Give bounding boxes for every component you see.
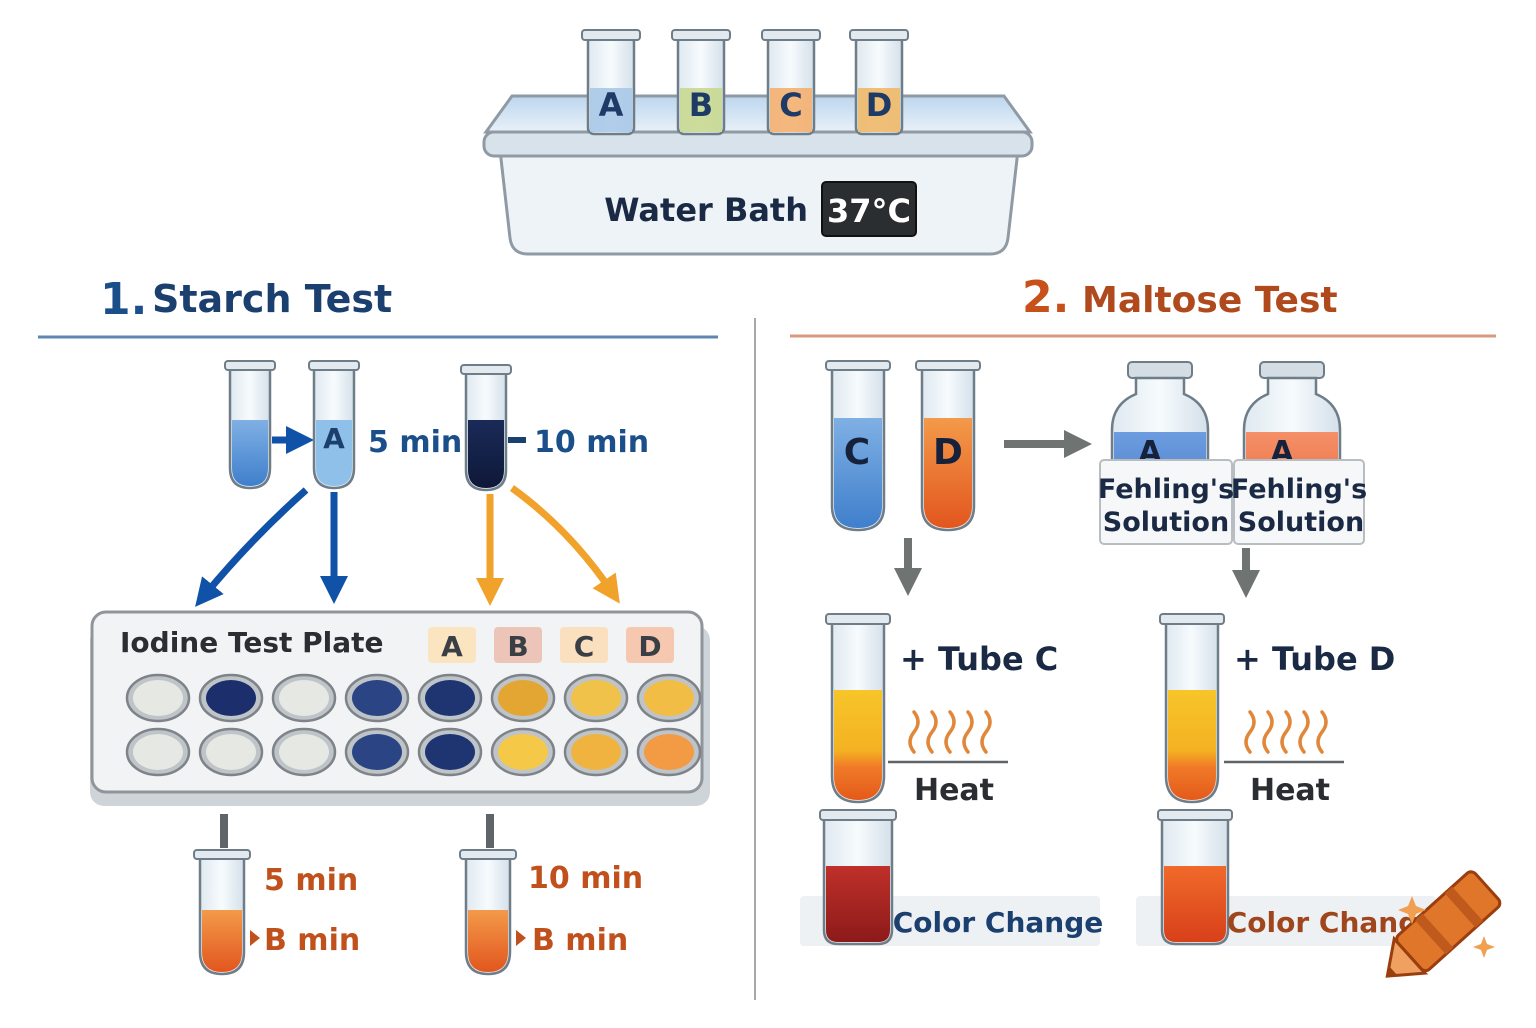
heated-tube-right (1159, 613, 1225, 804)
plate-well (206, 680, 256, 716)
plate-label-c: C (560, 627, 608, 663)
water-bath-tube-a: A (581, 29, 641, 136)
plate-label-b-text: B (507, 630, 528, 663)
heated-tube-left (825, 613, 891, 804)
plate-label-a: A (428, 627, 476, 663)
starch-result-tube-left (193, 849, 251, 976)
plate-label-a-text: A (441, 630, 463, 663)
crayon-icon (1385, 870, 1502, 978)
plate-well (425, 734, 475, 770)
water-bath-tube-d: D (849, 29, 909, 136)
plate-well (133, 734, 183, 770)
fehling-label-right: Fehling's Solution (1231, 459, 1367, 545)
color-change-label-left: Color Change (893, 906, 1104, 939)
water-bath-tube-d-label: D (866, 86, 893, 124)
maltose-tube-c-label: C (844, 432, 870, 473)
bottom-right-pointer-icon (516, 930, 526, 946)
maltose-tube-c: C (825, 360, 891, 532)
plate-well (352, 734, 402, 770)
add-tube-d-label: + Tube D (1234, 640, 1395, 678)
water-bath-tube-b: B (671, 29, 731, 136)
starch-tube-dark (460, 364, 512, 492)
maltose-test-title: Maltose Test (1082, 280, 1338, 321)
plate-title: Iodine Test Plate (120, 626, 384, 659)
plate-well (571, 680, 621, 716)
bottom-right-time-top: 10 min (528, 861, 643, 896)
maltose-test-number: 2. (1022, 272, 1069, 323)
plate-well (644, 734, 694, 770)
starch-test-number: 1. (100, 274, 147, 325)
starch-tube-a-label: A (323, 422, 345, 455)
add-tube-c-label: + Tube C (900, 640, 1058, 678)
starch-test-title: Starch Test (152, 277, 392, 321)
plate-well (498, 680, 548, 716)
temperature-display (821, 181, 917, 237)
bottom-left-time-bottom: B min (264, 923, 360, 958)
water-bath-tube-a-label: A (599, 86, 624, 124)
water-bath-tube-c: C (761, 29, 821, 136)
plate-label-c-text: C (574, 630, 595, 663)
result-tube-red-orange (1157, 809, 1233, 946)
fehling-label-right-line1: Fehling's (1231, 474, 1367, 505)
starch-test-section: 1. Starch Test A 5 min 10 min (38, 274, 718, 976)
heat-waves-left-icon (908, 710, 992, 754)
fehling-label-left-line2: Solution (1103, 507, 1229, 538)
bottom-right-time-bottom: B min (532, 923, 628, 958)
plate-well (498, 734, 548, 770)
plate-well (571, 734, 621, 770)
plate-wells (125, 673, 702, 777)
iodine-test-plate: Iodine Test Plate A B C D (90, 610, 710, 806)
fehling-label-right-line2: Solution (1238, 507, 1364, 538)
heat-waves-right-icon (1244, 710, 1328, 754)
plate-label-d: D (626, 627, 674, 663)
heat-label-left: Heat (914, 773, 994, 808)
result-tube-red (819, 809, 897, 946)
plate-well (279, 680, 329, 716)
water-bath-label: Water Bath (604, 191, 808, 229)
starch-time-5min: 5 min (368, 425, 462, 460)
plate-well (206, 734, 256, 770)
starch-result-tube-right (459, 849, 517, 976)
maltose-tube-d: D (915, 360, 981, 532)
temperature-readout: 37°C (827, 192, 911, 230)
starch-tube-1 (224, 360, 276, 490)
starch-time-10min: 10 min (534, 425, 649, 460)
fehling-label-left-line1: Fehling's (1098, 474, 1234, 505)
plate-label-d-text: D (638, 630, 661, 663)
plate-well (279, 734, 329, 770)
maltose-test-section: 2. Maltose Test C D A (790, 272, 1502, 978)
maltose-tube-d-label: D (933, 432, 963, 473)
water-bath-tube-b-label: B (689, 86, 713, 124)
starch-tube-a: A (308, 360, 360, 490)
water-bath-tube-c-label: C (779, 86, 802, 124)
blue-arrow-curved (195, 487, 309, 607)
fehling-label-left: Fehling's Solution (1098, 459, 1234, 545)
bottom-left-pointer-icon (250, 930, 260, 946)
water-bath: A B C D Water Bath 37°C (482, 29, 1034, 256)
heat-label-right: Heat (1250, 773, 1330, 808)
plate-well (352, 680, 402, 716)
plate-well (425, 680, 475, 716)
plate-well (133, 680, 183, 716)
plate-label-b: B (494, 627, 542, 663)
orange-arrow-curved (509, 485, 620, 604)
plate-well (644, 680, 694, 716)
bottom-left-time-top: 5 min (264, 863, 358, 898)
